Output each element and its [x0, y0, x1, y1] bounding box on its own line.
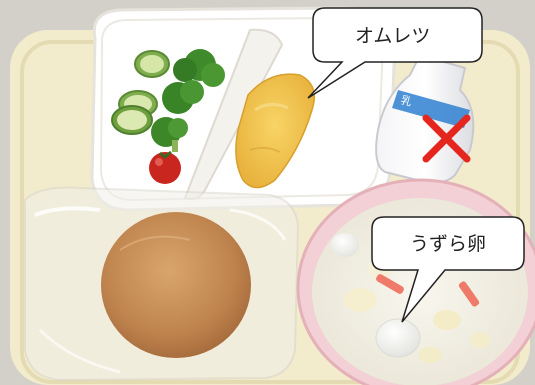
- callout-quail-egg-label: うずら卵: [410, 233, 486, 255]
- bottle-label: 乳: [399, 93, 413, 109]
- cucumber-slices: [111, 50, 170, 135]
- quail-egg: [375, 318, 421, 358]
- bread-roll-in-bag: [24, 186, 300, 382]
- callout-omelet-label: オムレツ: [355, 25, 430, 47]
- broccoli: [151, 49, 225, 152]
- cherry-tomato: [149, 150, 181, 184]
- omelet: [235, 73, 315, 189]
- callout-omelet: オムレツ: [307, 7, 483, 99]
- callout-quail-egg: うずら卵: [371, 216, 525, 323]
- bread-roll: [101, 212, 251, 358]
- cross-mark-icon: [422, 114, 471, 163]
